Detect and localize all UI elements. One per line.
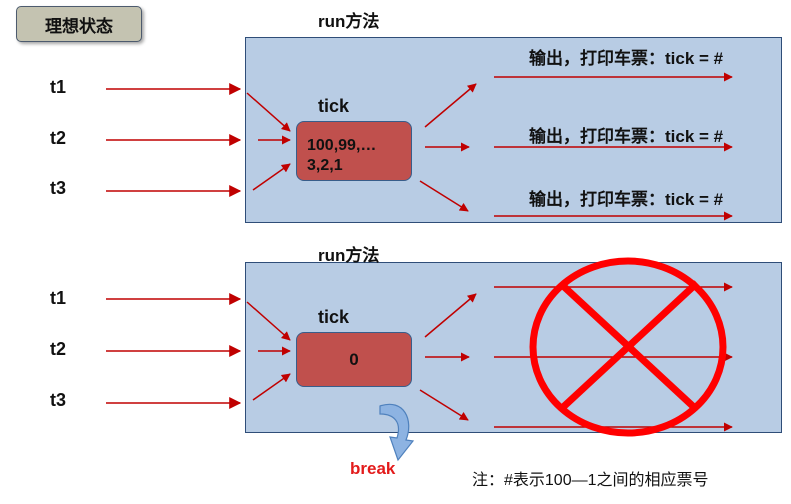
thread-label-t3-bottom: t3 <box>50 390 67 410</box>
output-text-2-top: 输出，打印车票：tick = # <box>529 127 724 146</box>
footnote: 注：#表示100—1之间的相应票号 <box>472 472 709 489</box>
arrow-tick-out-3-top <box>419 180 469 212</box>
page-title-badge: 理想状态 <box>16 6 142 42</box>
arrow-t3-to-tick-top <box>252 163 291 191</box>
arrow-t3-to-tick-bottom <box>252 373 291 401</box>
tick-box-bottom: 0 <box>296 332 412 387</box>
arrow-t1-to-tick-top <box>246 92 291 132</box>
tick-value-line1: 100,99,… <box>307 137 377 154</box>
tick-label-top: tick <box>318 96 350 116</box>
break-arrow-icon <box>379 403 415 462</box>
thread-label-t2-top: t2 <box>50 128 67 148</box>
thread-label-t1-bottom: t1 <box>50 288 67 308</box>
output-text-1-top: 输出，打印车票：tick = # <box>529 49 724 68</box>
break-label: break <box>350 459 396 478</box>
thread-label-t1-top: t1 <box>50 77 67 97</box>
tick-box-top: 100,99,… 3,2,1 <box>296 121 412 181</box>
thread-label-t3-top: t3 <box>50 178 67 198</box>
arrow-t1-to-tick-bottom <box>246 301 291 341</box>
arrow-tick-out-1-top <box>424 83 477 128</box>
blocked-cross-icon <box>529 257 727 437</box>
output-text-3-top: 输出，打印车票：tick = # <box>529 190 724 209</box>
arrow-tick-out-3-bottom <box>419 389 469 421</box>
tick-label-bottom: tick <box>318 307 350 327</box>
run-method-label-top: run方法 <box>318 12 380 31</box>
thread-label-t2-bottom: t2 <box>50 339 67 359</box>
run-method-label-bottom: run方法 <box>318 246 380 265</box>
arrow-tick-out-1-bottom <box>424 293 477 338</box>
tick-value-line2: 3,2,1 <box>307 157 343 174</box>
